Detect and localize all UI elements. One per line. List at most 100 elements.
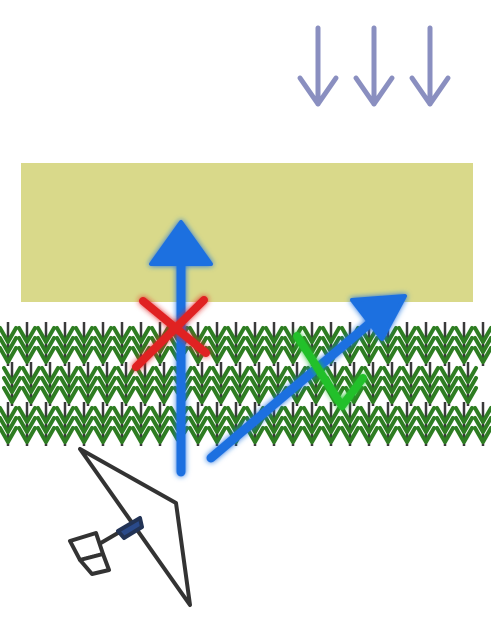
grass-leaf xyxy=(55,426,75,444)
grass-leaf xyxy=(74,416,94,434)
grass-leaf xyxy=(93,426,113,444)
grass-leaf xyxy=(112,336,132,354)
grass-leaf xyxy=(473,346,491,364)
grass-leaf xyxy=(245,326,265,344)
grass-leaf xyxy=(454,406,474,424)
grass-leaf xyxy=(416,406,436,424)
grass-leaf xyxy=(135,366,155,384)
grass-leaf xyxy=(321,426,341,444)
grass-leaf xyxy=(454,336,474,354)
grass-leaf xyxy=(0,426,18,444)
grass-leaf xyxy=(93,336,113,354)
grass-leaf xyxy=(93,416,113,434)
grass-leaf xyxy=(78,366,98,384)
grass-leaf xyxy=(207,346,227,364)
grass-leaf xyxy=(40,376,60,394)
grass-leaf xyxy=(59,376,79,394)
grass-leaf xyxy=(302,426,322,444)
grass-leaf xyxy=(435,426,455,444)
grass-leaf xyxy=(207,406,227,424)
grass-leaf xyxy=(74,346,94,364)
grass-leaf xyxy=(458,386,478,404)
grass-leaf xyxy=(192,376,212,394)
grass-leaf xyxy=(0,406,18,424)
grass-leaf xyxy=(2,386,22,404)
grass-leaf xyxy=(397,406,417,424)
grass-leaf xyxy=(268,366,288,384)
grass-leaf xyxy=(283,426,303,444)
grass-leaf xyxy=(135,386,155,404)
down-arrow-icon xyxy=(353,25,395,107)
grass-leaf xyxy=(340,346,360,364)
grass-leaf xyxy=(192,386,212,404)
grass-leaf xyxy=(245,336,265,354)
grass-leaf xyxy=(435,326,455,344)
grass-leaf xyxy=(17,326,37,344)
grass-leaf xyxy=(416,336,436,354)
grass-leaf xyxy=(306,376,326,394)
grass-leaf xyxy=(150,406,170,424)
grass-leaf xyxy=(321,406,341,424)
grass-leaf xyxy=(340,416,360,434)
grass-leaf xyxy=(363,386,383,404)
grass-leaf xyxy=(401,366,421,384)
grass-leaf xyxy=(207,326,227,344)
grass-leaf xyxy=(2,366,22,384)
grass-leaf xyxy=(249,366,269,384)
grass-leaf xyxy=(59,386,79,404)
grass-leaf xyxy=(340,426,360,444)
grass-leaf xyxy=(283,416,303,434)
grass-leaf xyxy=(207,336,227,354)
grass-leaf xyxy=(116,386,136,404)
grass-leaf xyxy=(207,416,227,434)
grass-leaf xyxy=(188,406,208,424)
grass-leaf xyxy=(150,426,170,444)
grass-leaf xyxy=(397,326,417,344)
grass-leaf xyxy=(359,426,379,444)
grass-leaf xyxy=(0,336,18,354)
grass-leaf xyxy=(302,326,322,344)
grass-leaf xyxy=(17,346,37,364)
grass-leaf xyxy=(17,406,37,424)
grass-leaf xyxy=(454,346,474,364)
grass-leaf xyxy=(17,426,37,444)
grass-leaf xyxy=(21,366,41,384)
grass-leaf xyxy=(321,416,341,434)
grass-leaf xyxy=(154,366,174,384)
grass-leaf xyxy=(97,366,117,384)
grass-leaf xyxy=(97,386,117,404)
grass-leaf xyxy=(397,336,417,354)
grass-leaf xyxy=(473,406,491,424)
grass-leaf xyxy=(416,346,436,364)
grass-leaf xyxy=(397,346,417,364)
grass-leaf xyxy=(378,336,398,354)
grass-leaf xyxy=(188,426,208,444)
grass-leaf xyxy=(359,346,379,364)
grass-leaf xyxy=(131,326,151,344)
grass-leaf xyxy=(93,326,113,344)
grass-leaf xyxy=(0,346,18,364)
grass-leaf xyxy=(226,336,246,354)
grass-leaf xyxy=(93,346,113,364)
grass-leaf xyxy=(435,406,455,424)
check-mark-icon xyxy=(293,332,367,410)
grass-leaf xyxy=(226,406,246,424)
grass-leaf xyxy=(116,366,136,384)
cross-mark-icon xyxy=(132,296,210,371)
grass-leaf xyxy=(264,346,284,364)
grass-leaf xyxy=(245,426,265,444)
grass-leaf xyxy=(382,366,402,384)
grass-leaf xyxy=(36,346,56,364)
grass-leaf xyxy=(78,376,98,394)
grass-canopy xyxy=(0,322,491,446)
diagonal-arrow-icon xyxy=(206,294,407,463)
grass-leaf xyxy=(17,416,37,434)
grass-leaf xyxy=(321,326,341,344)
grass-leaf xyxy=(230,386,250,404)
grass-leaf xyxy=(154,376,174,394)
grass-leaf xyxy=(78,386,98,404)
grass-leaf xyxy=(359,336,379,354)
grass-leaf xyxy=(420,376,440,394)
grass-leaf xyxy=(131,426,151,444)
